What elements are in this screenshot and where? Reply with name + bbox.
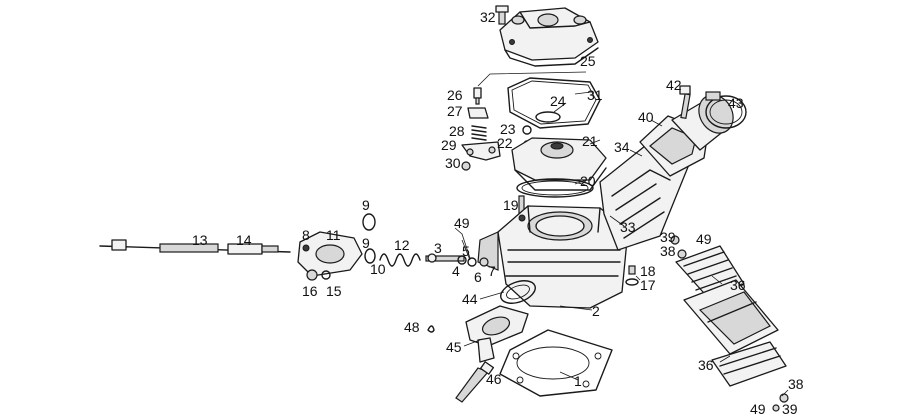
callout-40: 40 xyxy=(638,109,654,125)
small-nut xyxy=(461,161,471,171)
reed-spacer xyxy=(711,341,787,387)
callout-13: 13 xyxy=(192,232,208,248)
actuator-cover xyxy=(297,231,363,277)
cylinder-base-gasket xyxy=(499,329,613,397)
callout-27: 27 xyxy=(447,103,463,119)
callout-9-lower: 9 xyxy=(362,235,370,251)
callout-14: 14 xyxy=(236,232,252,248)
intake-manifold xyxy=(465,305,529,363)
callout-7: 7 xyxy=(488,263,496,279)
callout-3: 3 xyxy=(434,240,442,256)
bleed-screw xyxy=(473,87,482,105)
head-bolt xyxy=(495,5,509,25)
callout-11: 11 xyxy=(326,227,341,243)
callout-10: 10 xyxy=(370,261,386,277)
callout-26: 26 xyxy=(447,87,463,103)
callout-23: 23 xyxy=(500,121,516,137)
callout-labels: 1 2 3 4 5 6 7 8 9 9 10 11 12 13 14 15 16… xyxy=(192,9,804,416)
callout-2: 2 xyxy=(592,303,600,319)
callout-38-lower: 38 xyxy=(788,376,804,392)
callout-28: 28 xyxy=(449,123,465,139)
callout-15: 15 xyxy=(326,283,342,299)
callout-31: 31 xyxy=(587,87,603,103)
callout-33: 33 xyxy=(620,219,636,235)
combustion-chamber-insert xyxy=(511,137,607,191)
callout-43: 43 xyxy=(728,95,744,111)
callout-21: 21 xyxy=(582,133,598,149)
callout-20: 20 xyxy=(580,173,596,189)
cylinder-head-cover xyxy=(499,7,599,67)
exhaust-valve-washers xyxy=(457,255,489,267)
callout-24: 24 xyxy=(550,93,566,109)
compression-spring xyxy=(471,125,487,141)
callout-34: 34 xyxy=(614,139,630,155)
small-screw-set xyxy=(670,235,789,412)
callout-25: 25 xyxy=(580,53,596,69)
callout-38-upper: 38 xyxy=(660,243,676,259)
callout-1: 1 xyxy=(574,373,582,389)
callout-29: 29 xyxy=(441,137,457,153)
exhaust-valve-rod xyxy=(425,253,465,263)
callout-39-upper: 39 xyxy=(660,229,676,245)
leader-lines xyxy=(454,71,789,397)
callout-30: 30 xyxy=(445,155,461,171)
callout-9-upper: 9 xyxy=(362,197,370,213)
valve-o-ring xyxy=(362,213,376,264)
callout-36-lower: 36 xyxy=(698,357,714,373)
callout-48: 48 xyxy=(404,319,420,335)
callout-39-lower: 39 xyxy=(782,401,798,416)
callout-5: 5 xyxy=(462,243,470,259)
callout-6: 6 xyxy=(474,269,482,285)
cover-screw xyxy=(306,269,331,281)
callout-18: 18 xyxy=(640,263,656,279)
callout-4: 4 xyxy=(452,263,460,279)
callout-49-center: 49 xyxy=(454,215,470,231)
callout-22: 22 xyxy=(497,135,513,151)
o-ring xyxy=(535,111,561,123)
manifold-bolt xyxy=(455,361,495,403)
callout-8: 8 xyxy=(302,227,310,243)
callout-49-bottom: 49 xyxy=(750,401,766,416)
actuator-cable xyxy=(99,239,291,255)
callout-12: 12 xyxy=(394,237,410,253)
callout-44: 44 xyxy=(462,291,478,307)
intake-port-gasket xyxy=(500,280,536,304)
clamp-bolt xyxy=(679,85,691,120)
callout-42: 42 xyxy=(666,77,682,93)
callout-16: 16 xyxy=(302,283,318,299)
spring-retainer xyxy=(467,107,489,119)
callout-32: 32 xyxy=(480,9,496,25)
callout-19: 19 xyxy=(503,197,519,213)
return-spring xyxy=(379,253,421,267)
callout-46: 46 xyxy=(486,371,502,387)
drop-seal xyxy=(427,325,435,333)
callout-17: 17 xyxy=(640,277,656,293)
callout-36-upper: 36 xyxy=(730,277,746,293)
reed-petal-block xyxy=(675,245,779,355)
mounting-bracket xyxy=(461,141,501,161)
callout-49-right: 49 xyxy=(696,231,712,247)
callout-45: 45 xyxy=(446,339,462,355)
cylinder-head-gasket xyxy=(516,178,594,198)
head-gasket-seal xyxy=(507,77,601,129)
drain-washer xyxy=(625,265,639,286)
hose-clamp xyxy=(705,91,747,129)
